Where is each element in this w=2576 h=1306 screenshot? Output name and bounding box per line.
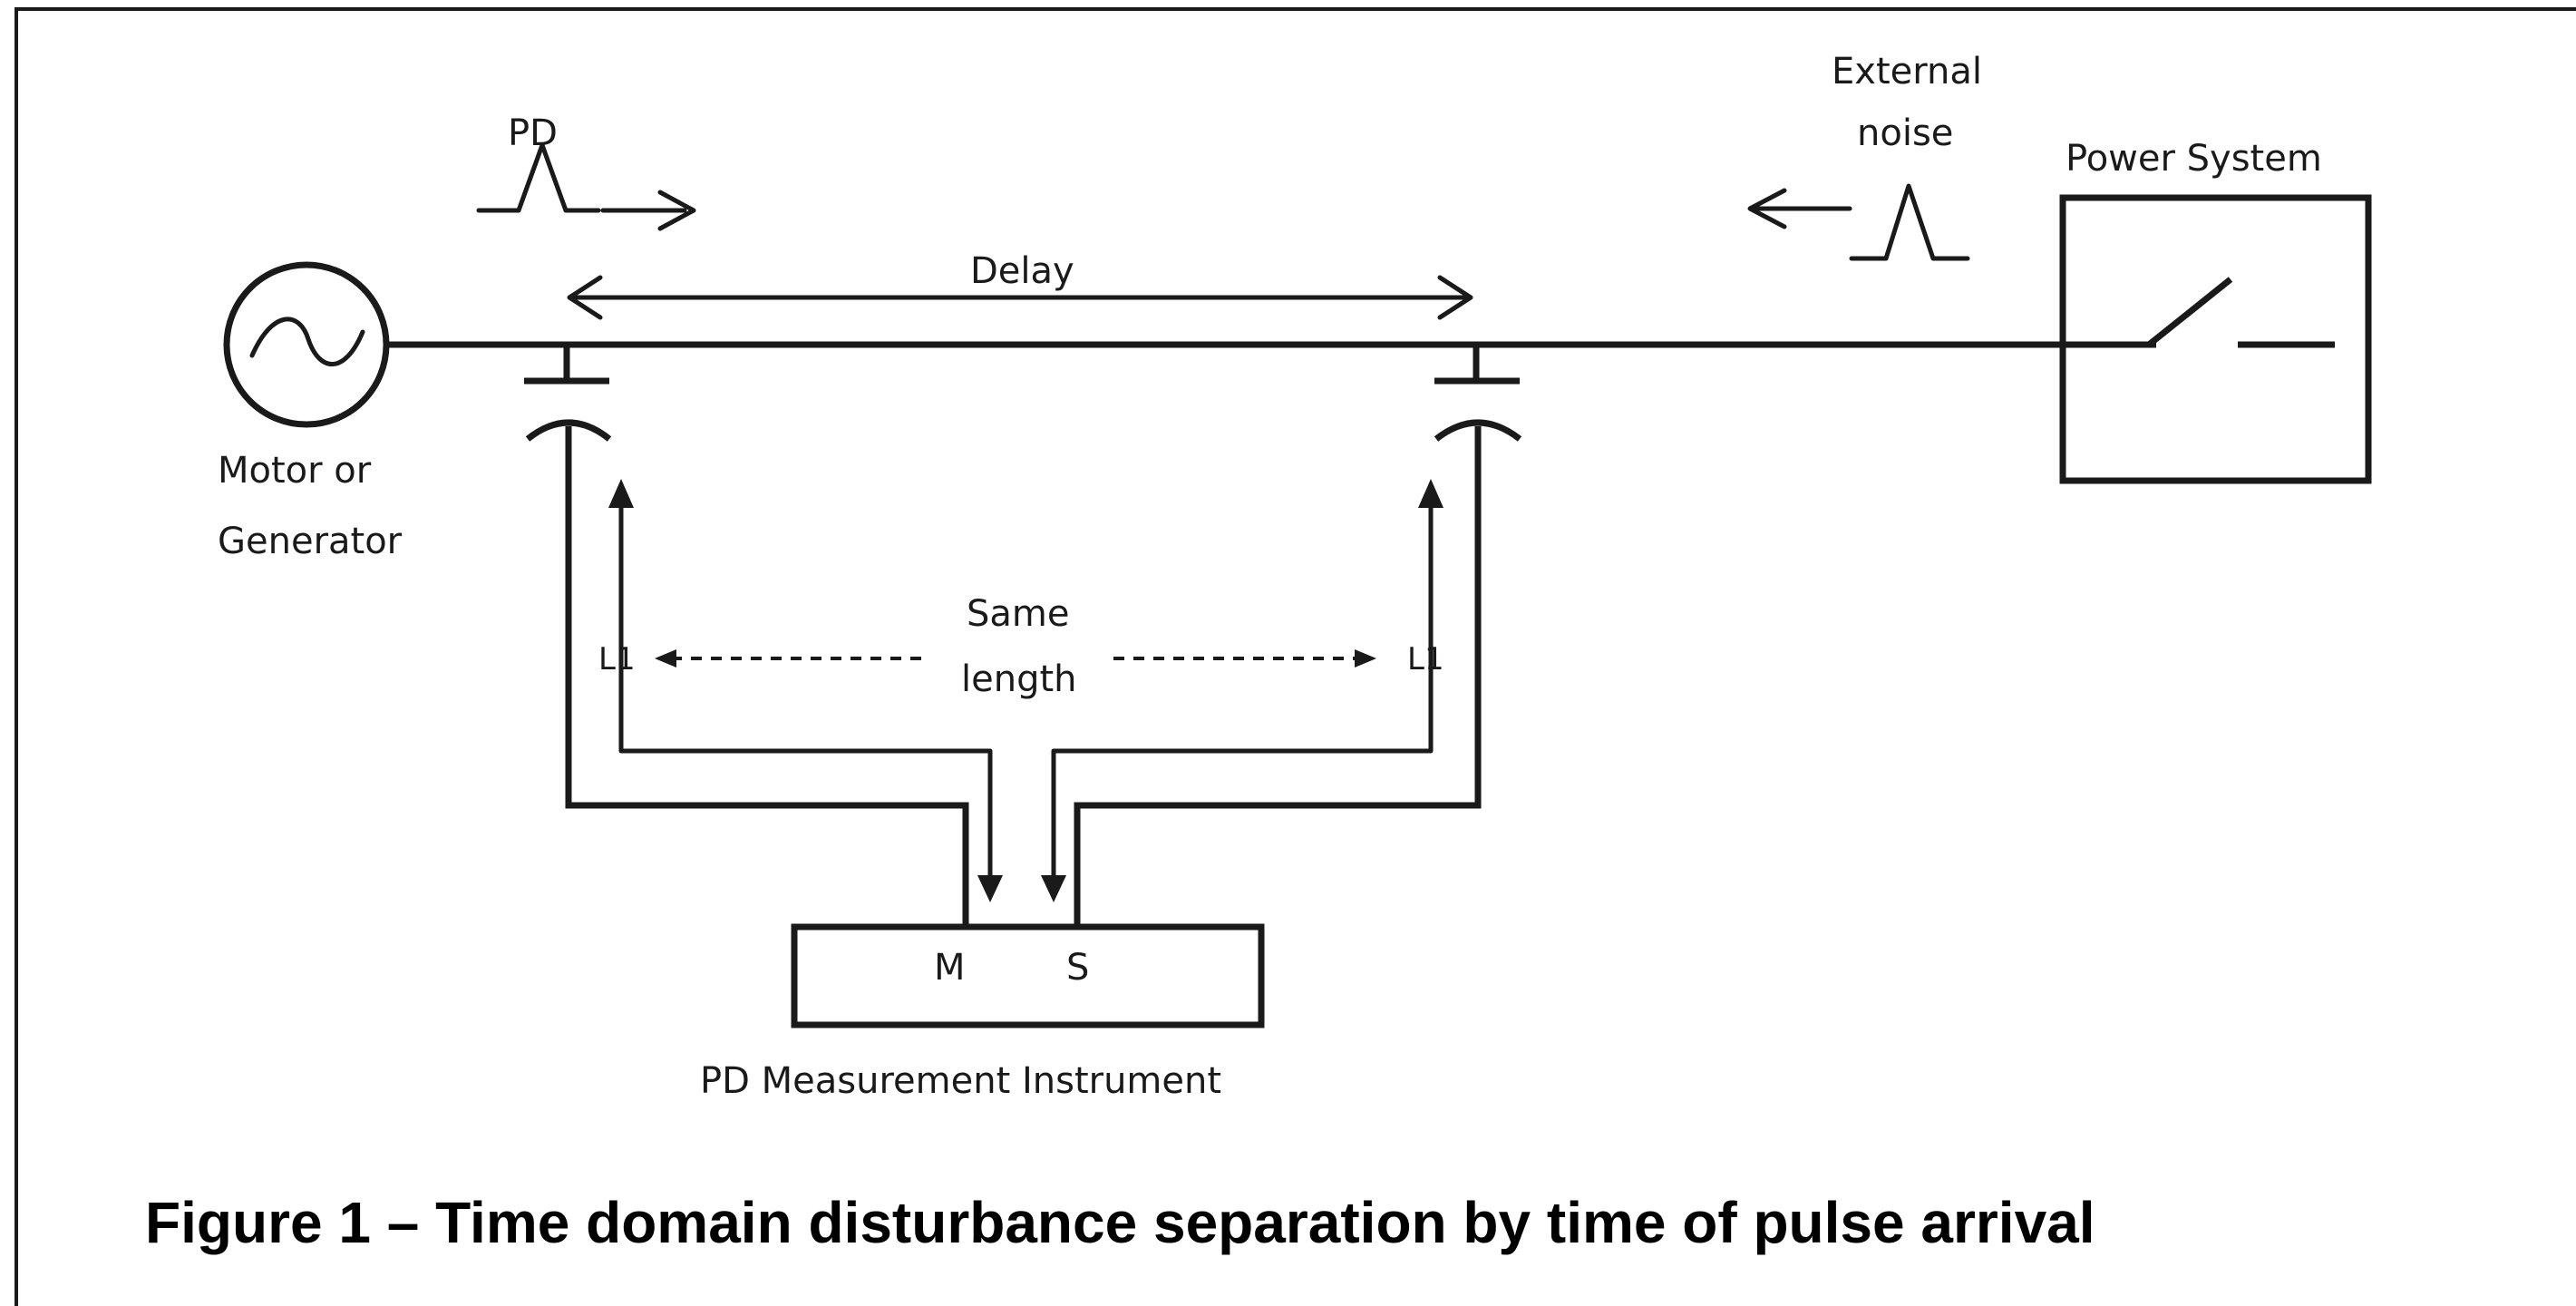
pd-pulse-icon bbox=[476, 142, 601, 213]
left-up-arrow-icon bbox=[608, 479, 634, 508]
left-outer-cable bbox=[565, 426, 969, 925]
motor-label-line2: Generator bbox=[218, 521, 403, 562]
dash-right-arrow-icon bbox=[1355, 649, 1376, 668]
noise-arrow-left-icon bbox=[1747, 188, 1787, 229]
right-coupling-capacitor bbox=[1434, 347, 1522, 442]
motor-label-line1: Motor or bbox=[218, 450, 372, 492]
instrument-box bbox=[791, 923, 1265, 1028]
motor-generator-symbol bbox=[223, 261, 390, 428]
l1-left-label: L1 bbox=[598, 641, 636, 677]
pd-label: PD bbox=[508, 112, 558, 154]
external-noise-label-line2: noise bbox=[1857, 112, 1953, 154]
l1-right-label: L1 bbox=[1407, 641, 1444, 677]
port-m-label: M bbox=[934, 947, 966, 989]
delay-arrow-right-icon bbox=[1437, 275, 1473, 320]
same-length-label-line1: Same bbox=[967, 593, 1069, 635]
external-noise-label-line1: External bbox=[1832, 51, 1982, 93]
right-up-arrow-icon bbox=[1418, 479, 1444, 508]
power-system-label: Power System bbox=[2066, 138, 2322, 180]
left-coupling-capacitor bbox=[524, 347, 612, 442]
figure-frame bbox=[15, 7, 2576, 1306]
s-down-arrow-icon bbox=[1041, 875, 1066, 902]
dash-left-arrow-icon bbox=[655, 649, 676, 668]
figure-caption: Figure 1 – Time domain disturbance separ… bbox=[145, 1190, 2095, 1255]
delay-arrow-left-icon bbox=[567, 275, 603, 320]
instrument-label: PD Measurement Instrument bbox=[700, 1060, 1221, 1102]
noise-pulse-icon bbox=[1849, 183, 1970, 261]
m-down-arrow-icon bbox=[977, 875, 1003, 902]
same-length-label-line2: length bbox=[961, 658, 1077, 700]
pd-arrow-right-icon bbox=[657, 190, 696, 231]
port-s-label: S bbox=[1066, 947, 1089, 989]
switch-icon bbox=[2146, 277, 2335, 348]
sine-wave-icon bbox=[249, 317, 365, 366]
right-inner-cable bbox=[1051, 496, 1434, 887]
right-outer-cable bbox=[1074, 426, 1482, 925]
left-inner-cable bbox=[618, 496, 993, 887]
power-system-box bbox=[2059, 194, 2372, 484]
delay-label: Delay bbox=[970, 250, 1074, 292]
